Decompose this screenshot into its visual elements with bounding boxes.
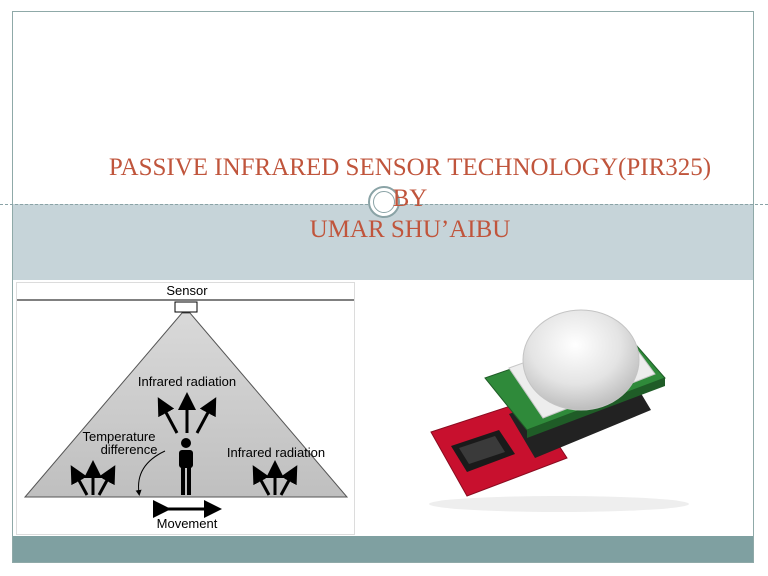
title-line-2: BY bbox=[40, 183, 768, 214]
movement-label: Movement bbox=[157, 516, 218, 531]
slide-title: PASSIVE INFRARED SENSOR TECHNOLOGY(PIR32… bbox=[40, 152, 768, 245]
pir-module-photo bbox=[359, 282, 750, 535]
fresnel-dome bbox=[523, 310, 639, 410]
title-line-3: UMAR SHU’AIBU bbox=[40, 214, 768, 245]
pir-diagram: Sensor Infrared radiation Temperature di… bbox=[17, 283, 354, 534]
pir-diagram-image: Sensor Infrared radiation Temperature di… bbox=[16, 282, 355, 535]
sensor-label: Sensor bbox=[166, 283, 208, 298]
title-line-1: PASSIVE INFRARED SENSOR TECHNOLOGY(PIR32… bbox=[40, 152, 768, 183]
infrared-top-label: Infrared radiation bbox=[138, 374, 236, 389]
bottom-bar bbox=[13, 536, 753, 562]
temperature-label-line2: difference bbox=[101, 442, 158, 457]
sensor-icon bbox=[175, 302, 197, 312]
pir-module-illustration bbox=[359, 282, 750, 535]
infrared-right-label: Infrared radiation bbox=[227, 445, 325, 460]
